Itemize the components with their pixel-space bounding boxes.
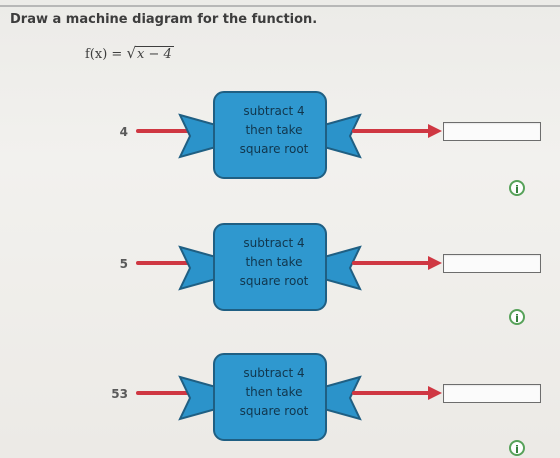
machine-line-3: square root [239,404,309,418]
machine-input: 53 [111,387,128,401]
machine-label: subtract 4 then take square root [214,364,334,421]
machine-line-2: then take [245,123,303,137]
machine-row: 5 subtract 4 then take square root [0,214,560,324]
formula-radicand: x − 4 [135,46,174,62]
machine-label: subtract 4 then take square root [214,234,334,291]
output-arrow [352,256,442,270]
info-icon[interactable]: i [509,180,525,196]
function-machine [178,223,362,311]
output-arrow [352,124,442,138]
function-machine [178,353,362,441]
formula-left: f(x) = [85,47,123,62]
function-machine [178,91,362,179]
machine-input: 4 [119,125,128,139]
output-input[interactable] [443,254,541,273]
machine-row: 4 subtract 4 then take square root [0,82,560,192]
machine-line-1: subtract 4 [243,104,305,118]
machine-line-1: subtract 4 [243,366,305,380]
output-input[interactable] [443,122,541,141]
info-icon[interactable]: i [509,309,525,325]
function-formula: f(x) = √x − 4 [85,44,174,62]
output-input[interactable] [443,384,541,403]
machine-line-3: square root [239,142,309,156]
machine-line-2: then take [245,255,303,269]
machine-line-3: square root [239,274,309,288]
machine-line-2: then take [245,385,303,399]
info-icon[interactable]: i [509,440,525,456]
top-divider [0,5,560,7]
machine-input: 5 [119,257,128,271]
machine-row: 53 subtract 4 then take square root [0,344,560,454]
square-root-symbol: √ [126,44,137,62]
instruction-text: Draw a machine diagram for the function. [10,12,318,27]
machine-line-1: subtract 4 [243,236,305,250]
machine-label: subtract 4 then take square root [214,102,334,159]
output-arrow [352,386,442,400]
